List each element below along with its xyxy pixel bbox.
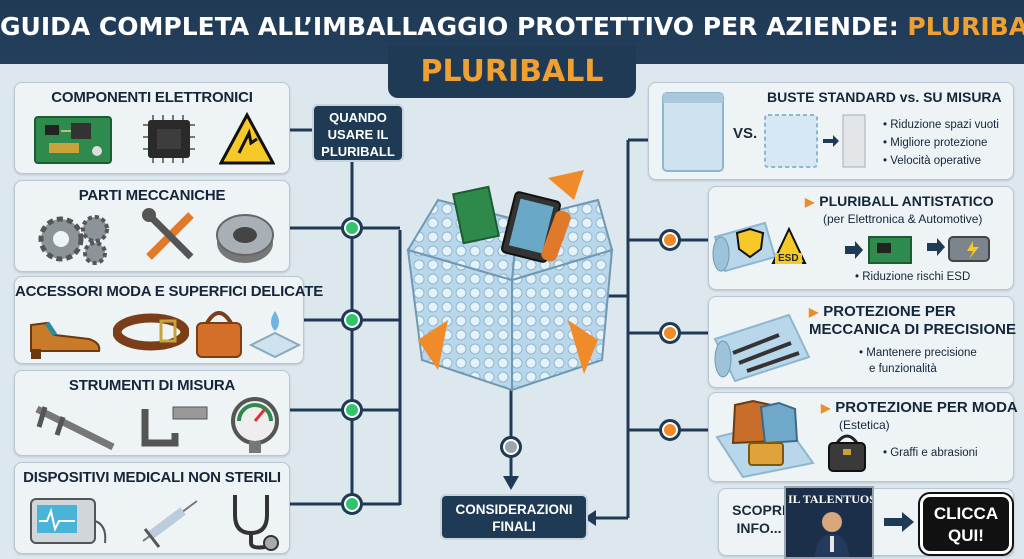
bullet-velocita: Velocità operative <box>883 153 981 169</box>
card-subtitle: (per Elettronica & Automotive) <box>823 212 983 226</box>
card-title-text: PROTEZIONE PER MODA <box>835 399 1018 416</box>
card-title: STRUMENTI DI MISURA <box>68 377 236 394</box>
gears-icon <box>38 215 109 265</box>
precision-tools-icon <box>713 313 811 383</box>
micrometer-icon <box>141 406 208 447</box>
card-dispositivi-medicali: DISPOSITIVI MEDICALI NON STERILI <box>14 462 290 554</box>
title-accent: PLURIBALL <box>907 12 1024 41</box>
title-text: GUIDA COMPLETA ALL’IMBALLAGGIO PROTETTIV… <box>0 12 908 41</box>
glass-surface-icon <box>248 311 301 359</box>
card-title-text: PLURIBALL ANTISTATICO <box>819 193 994 209</box>
page-title: GUIDA COMPLETA ALL’IMBALLAGGIO PROTETTIV… <box>0 12 1024 41</box>
clothing-wrap-icon <box>715 399 815 479</box>
callout-considerazioni-finali: CONSIDERAZIONI FINALI <box>440 494 588 540</box>
handbag-icon <box>196 311 242 358</box>
card-title: PARTI MECCANICHE <box>78 187 226 204</box>
cta-clicca-qui-button[interactable]: CLICCA QUI! <box>920 494 1012 554</box>
callout-quando-usare: QUANDO USARE IL PLURIBALL <box>312 104 404 162</box>
bearing-icon <box>216 214 274 263</box>
car-engine-icon <box>927 236 990 262</box>
bullet-riduzione-esd: Riduzione rischi ESD <box>855 269 970 285</box>
node-accessori-moda <box>341 309 363 331</box>
card-buste: VS. BUSTE STANDARD vs. SU MISURA Riduzio… <box>648 82 1014 180</box>
node-considerazioni <box>500 436 522 458</box>
card-antistatico: ESD ▶PLURIBALL ANTISTATICO (per Elettron… <box>708 186 1014 290</box>
node-parti-meccaniche <box>341 217 363 239</box>
card-title: ▶PROTEZIONE PER MODA <box>821 399 1018 416</box>
bubble-wrap-box-icon <box>406 170 614 392</box>
card-accessori-moda: ACCESSORI MODA E SUPERFICI DELICATE <box>14 276 324 364</box>
cta-label: CLICCA QUI! <box>933 504 999 545</box>
card-strumenti-misura: STRUMENTI DI MISURA <box>14 370 290 456</box>
arrow-right-icon <box>884 512 914 532</box>
card-title: ▶PLURIBALL ANTISTATICO <box>805 193 994 209</box>
card-title-line-2: MECCANICA DI PRECISIONE <box>809 321 1016 338</box>
bullet-migliore-protezione: Migliore protezione <box>883 135 987 151</box>
callout-label: QUANDO USARE IL PLURIBALL <box>321 110 395 159</box>
vs-label: VS. <box>733 125 758 142</box>
luxury-handbag-icon <box>828 434 866 472</box>
stethoscope-icon <box>233 495 279 551</box>
magazine-title: IL TALENTUOSO <box>788 492 872 506</box>
pressure-gauge-icon <box>231 397 279 453</box>
card-title: ACCESSORI MODA E SUPERFICI DELICATE <box>15 283 324 300</box>
belt-icon <box>113 313 189 351</box>
custom-bag-icon <box>764 114 866 168</box>
final-label: CONSIDERAZIONI FINALI <box>455 502 573 534</box>
node-meccanica-precisione <box>659 322 681 344</box>
shoe-icon <box>30 321 101 359</box>
medical-monitor-icon <box>30 498 107 544</box>
node-antistatico <box>659 229 681 251</box>
bullet-mantenere-precisione: Mantenere precisione <box>859 345 977 361</box>
card-moda: ▶PROTEZIONE PER MODA (Estetica) Graffi e… <box>708 392 1018 482</box>
electronics-board-icon <box>845 236 912 264</box>
node-strumenti-misura <box>341 399 363 421</box>
standard-bag-icon <box>662 92 724 172</box>
wrench-screwdriver-icon <box>142 208 194 260</box>
bullet-graffi: Graffi e abrasioni <box>883 445 977 461</box>
magazine-cover[interactable]: IL TALENTUOSO <box>784 486 874 559</box>
esd-shield-icon <box>735 227 765 259</box>
promo-text: SCOPRI INFO... <box>732 502 786 536</box>
esd-label: ESD <box>775 253 802 264</box>
person-portrait-icon <box>814 512 850 557</box>
caliper-icon <box>35 405 115 451</box>
title-badge: PLURIBALL <box>388 46 636 98</box>
card-title-line-1: PROTEZIONE PER <box>823 303 956 320</box>
esd-warning-icon <box>219 111 275 165</box>
circuit-board-icon <box>34 116 112 164</box>
badge-label: PLURIBALL <box>420 54 604 89</box>
card-title: BUSTE STANDARD vs. SU MISURA <box>767 89 1002 105</box>
card-parti-meccaniche: PARTI MECCANICHE <box>14 180 290 272</box>
card-title: DISPOSITIVI MEDICALI NON STERILI <box>23 469 281 486</box>
node-moda <box>659 419 681 441</box>
card-subtitle: (Estetica) <box>839 418 890 432</box>
bullet-funzionalita: e funzionalità <box>869 363 937 375</box>
card-componenti-elettronici: COMPONENTI ELETTRONICI <box>14 82 290 174</box>
node-dispositivi-medicali <box>341 493 363 515</box>
bullet-riduzione-spazi: Riduzione spazi vuoti <box>883 117 999 133</box>
microchip-icon <box>143 115 195 163</box>
syringe-icon <box>142 500 198 548</box>
card-title: COMPONENTI ELETTRONICI <box>51 89 253 106</box>
